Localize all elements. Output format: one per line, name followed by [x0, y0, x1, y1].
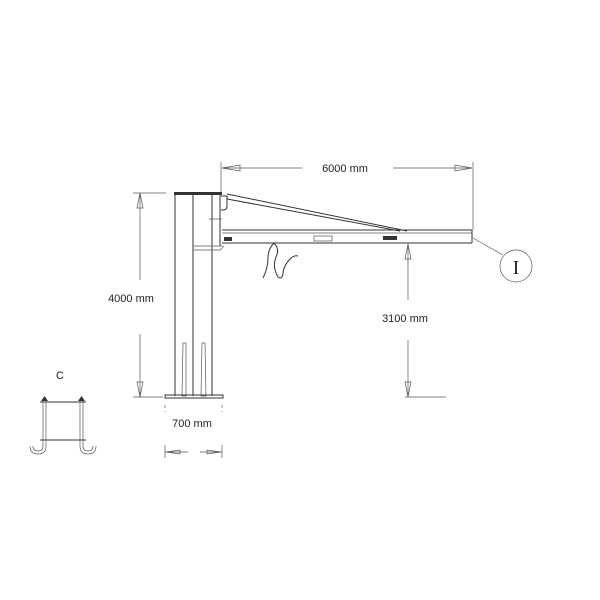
- beam-profile-callout: I: [472, 237, 533, 283]
- span-dimension: 6000 mm: [220, 162, 474, 230]
- base-width-label: 700 mm: [172, 418, 212, 430]
- anchor-bolt-detail: C: [29, 370, 97, 455]
- hook-height-label: 3100 mm: [382, 313, 428, 325]
- column: [174, 192, 228, 396]
- tie-rod: [226, 193, 408, 232]
- base-plate: [164, 394, 224, 399]
- hoist-cable: [262, 242, 299, 279]
- anchor-detail-label: C: [56, 370, 64, 382]
- jib-boom: [222, 229, 473, 244]
- height-dimension: 4000 mm: [108, 192, 166, 398]
- hook-height-dimension: 3100 mm: [382, 243, 446, 398]
- base-width-dimension: 700 mm: [164, 405, 223, 458]
- column-height-label: 4000 mm: [108, 293, 154, 305]
- column-gussets: [181, 342, 207, 397]
- span-label: 6000 mm: [322, 163, 368, 175]
- beam-profile-label: I: [513, 257, 520, 279]
